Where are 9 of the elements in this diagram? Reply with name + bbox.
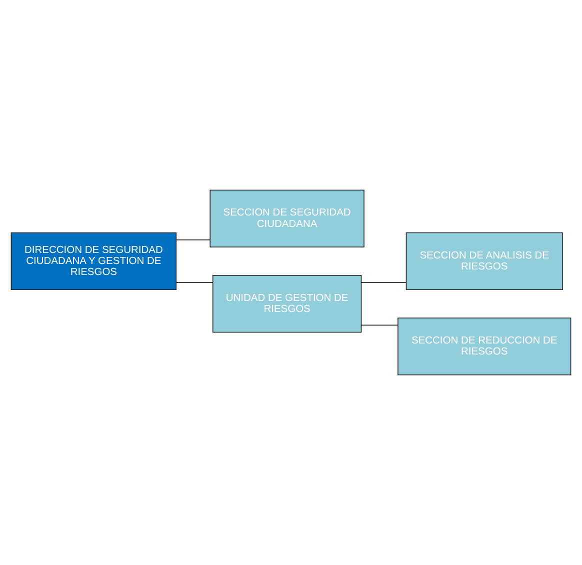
node-box: SECCION DE SEGURIDAD CIUDADANA bbox=[210, 190, 364, 248]
connector bbox=[360, 324, 398, 326]
node-box: UNIDAD DE GESTION DE RIESGOS bbox=[212, 275, 362, 333]
connector bbox=[176, 282, 214, 283]
node-box: SECCION DE REDUCCION DE RIESGOS bbox=[398, 318, 572, 376]
node-box: DIRECCION DE SEGURIDAD CIUDADANA Y GESTION DE RIESGOS bbox=[10, 232, 177, 290]
connector bbox=[360, 282, 407, 283]
connector bbox=[176, 239, 210, 240]
node-box: SECCION DE ANALISIS DE RIESGOS bbox=[406, 232, 563, 290]
